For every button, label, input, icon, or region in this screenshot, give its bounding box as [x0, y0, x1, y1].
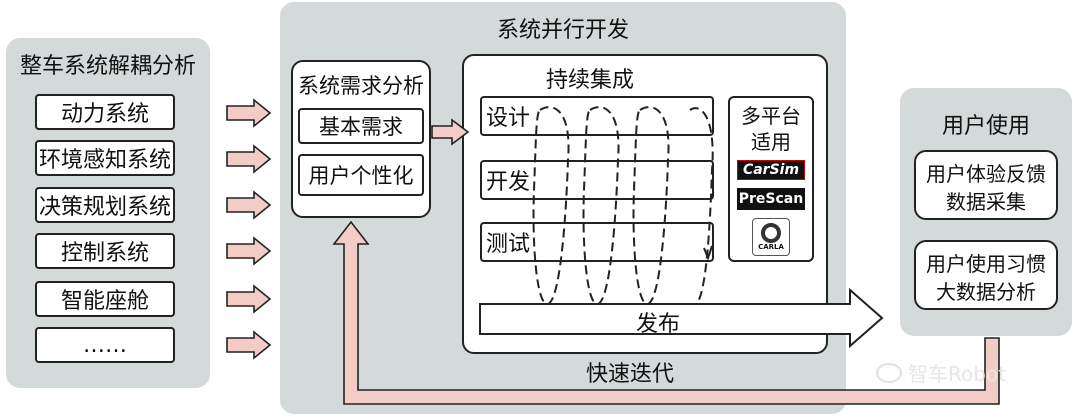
system-item-cockpit: 智能座舱 [35, 281, 175, 317]
platforms-title-line1: 多平台 [741, 104, 801, 128]
system-item-power: 动力系统 [35, 94, 175, 130]
phase-test-label: 测试 [486, 232, 531, 257]
phase-develop: 开发 [480, 160, 714, 200]
right-panel-title: 用户使用 [941, 114, 1030, 139]
spiral-loop-1 [532, 106, 570, 305]
system-item-planning: 决策规划系统 [35, 187, 175, 223]
requirement-personalized: 用户个性化 [298, 154, 424, 196]
watermark: 智车Robot [876, 358, 1006, 387]
iterate-label: 快速迭代 [585, 362, 674, 387]
req-to-ci-arrow [431, 118, 470, 146]
feedback-line1: 用户体验反馈 [926, 162, 1046, 186]
wechat-icon [876, 362, 902, 383]
habits-line2: 大数据分析 [936, 280, 1036, 304]
ci-title: 持续集成 [545, 68, 634, 93]
carla-logo-text: CARLA [758, 243, 784, 251]
input-arrow-4 [226, 236, 272, 266]
center-panel-title: 系统并行开发 [496, 18, 629, 43]
carsim-logo: CarSim [737, 160, 805, 180]
platforms-title-line2: 适用 [751, 130, 791, 154]
input-arrow-1 [226, 98, 272, 128]
input-arrow-6 [226, 330, 272, 360]
watermark-text: 智车Robot [908, 362, 1007, 386]
system-item-perception: 环境感知系统 [35, 140, 175, 176]
carla-logo-mark [761, 223, 781, 243]
input-arrow-2 [226, 144, 272, 174]
spiral-loop-3 [632, 106, 670, 305]
feedback-line2: 数据采集 [946, 190, 1026, 214]
phase-design-label: 设计 [486, 106, 531, 131]
system-item-control: 控制系统 [35, 233, 175, 269]
input-arrow-3 [226, 190, 272, 220]
phase-develop-label: 开发 [486, 170, 531, 195]
spiral-loop-2 [582, 106, 620, 305]
spiral-arrowhead [703, 245, 713, 261]
carla-logo: CARLA [752, 218, 790, 256]
spiral-loop-4 [689, 107, 714, 305]
prescan-logo: PreScan [737, 188, 805, 210]
iteration-spirals [532, 106, 714, 305]
input-arrow-5 [226, 284, 272, 314]
habits-line1: 用户使用习惯 [926, 252, 1046, 276]
feedback-loop-arrow [332, 220, 1000, 405]
input-arrows [226, 98, 470, 360]
requirement-basic: 基本需求 [298, 108, 424, 144]
phase-design: 设计 [480, 96, 714, 136]
habits-box [914, 240, 1058, 310]
release-label: 发布 [636, 312, 681, 337]
system-item-more: …… [35, 327, 175, 363]
release-arrow [479, 287, 884, 349]
feedback-box [914, 150, 1058, 220]
requirements-title: 系统需求分析 [298, 74, 424, 98]
phase-test: 测试 [480, 222, 714, 262]
left-panel-title: 整车系统解耦分析 [19, 54, 196, 79]
